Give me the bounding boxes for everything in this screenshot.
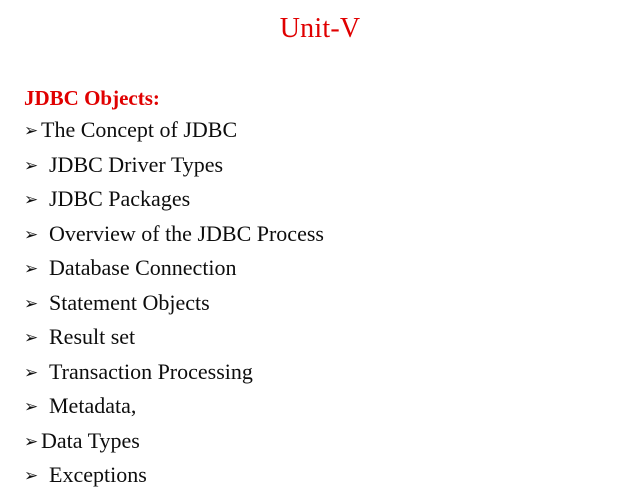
slide-canvas: Unit-V JDBC Objects: ➢ The Concept of JD… (24, 13, 361, 487)
arrowhead-bullet-icon: ➢ (24, 224, 39, 245)
list-item: ➢ JDBC Packages (24, 183, 614, 218)
arrowhead-bullet-icon: ➢ (24, 328, 39, 348)
list-item-label: JDBC Packages (49, 186, 191, 211)
arrowhead-bullet-icon: ➢ (24, 293, 39, 314)
list-item: ➢ Overview of the JDBC Process (24, 218, 614, 253)
list-item: ➢ Statement Objects (24, 287, 614, 322)
list-item-label: Transaction Processing (49, 358, 253, 384)
arrowhead-bullet-icon: ➢ (24, 121, 39, 141)
arrowhead-bullet-icon: ➢ (24, 190, 39, 210)
list-item: ➢ Exceptions (24, 459, 614, 494)
list-item: ➢ Transaction Processing (24, 356, 614, 391)
section-heading: JDBC Objects: (24, 86, 160, 110)
list-item-label: Data Types (41, 427, 140, 453)
list-item: ➢ Metadata, (24, 390, 614, 425)
list-item-label: Overview of the JDBC Process (49, 220, 324, 246)
list-item-label: JDBC Driver Types (49, 151, 224, 177)
list-item-label: Statement Objects (49, 289, 210, 315)
list-item: ➢ JDBC Driver Types (24, 149, 614, 184)
arrowhead-bullet-icon: ➢ (24, 466, 39, 486)
list-item-label: Exceptions (49, 462, 147, 487)
slide-body: JDBC Objects: ➢ The Concept of JDBC ➢ JD… (24, 86, 614, 494)
list-item-label: Result set (49, 324, 136, 349)
list-item: ➢ Result set (24, 321, 614, 356)
list-item-label: Database Connection (49, 255, 237, 280)
arrowhead-bullet-icon: ➢ (24, 259, 39, 279)
list-item-label: The Concept of JDBC (41, 117, 238, 142)
arrowhead-bullet-icon: ➢ (24, 155, 39, 176)
list-item-label: Metadata, (49, 393, 137, 418)
topic-list: ➢ The Concept of JDBC ➢ JDBC Driver Type… (24, 114, 614, 494)
arrowhead-bullet-icon: ➢ (24, 362, 39, 383)
arrowhead-bullet-icon: ➢ (24, 397, 39, 417)
list-item: ➢ Data Types (24, 425, 614, 460)
list-item: ➢ Database Connection (24, 252, 614, 287)
arrowhead-bullet-icon: ➢ (24, 431, 39, 452)
list-item: ➢ The Concept of JDBC (24, 114, 614, 149)
page-title: Unit-V (279, 13, 361, 44)
